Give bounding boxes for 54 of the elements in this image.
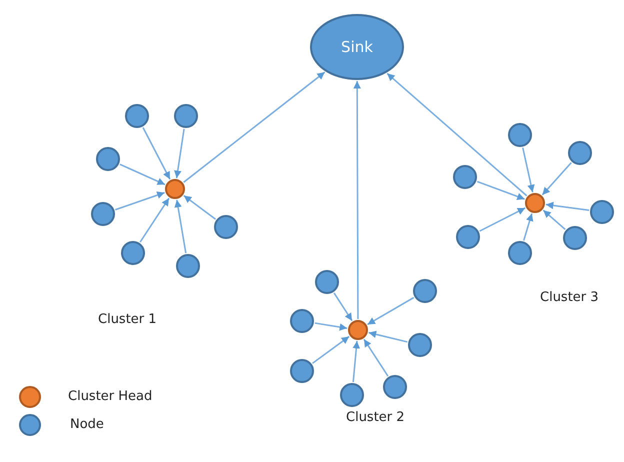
node-circle <box>413 279 437 303</box>
node-circle <box>315 270 339 294</box>
cluster-label: Cluster 3 <box>540 290 599 305</box>
node-circle <box>563 226 587 250</box>
node-circle <box>453 165 477 189</box>
legend-label: Node <box>70 417 104 432</box>
arrow <box>353 81 361 319</box>
arrow <box>479 207 526 232</box>
cluster-head-circle <box>165 179 185 199</box>
node-circle <box>290 309 314 333</box>
arrow <box>174 128 185 178</box>
arrow <box>183 72 326 183</box>
node-circle <box>125 104 149 128</box>
cluster-head-circle <box>348 320 368 340</box>
node-circle <box>408 333 432 357</box>
legend-label: Cluster Head <box>68 389 152 404</box>
sink-ellipse: Sink <box>310 14 404 80</box>
arrow <box>368 330 408 343</box>
arrow <box>542 210 566 230</box>
arrow <box>115 192 165 210</box>
node-circle <box>340 383 364 407</box>
arrow <box>333 292 353 322</box>
node-circle <box>590 200 614 224</box>
arrow <box>367 296 414 326</box>
node-circle <box>456 225 480 249</box>
node-circle <box>383 375 407 399</box>
node-circle <box>176 254 200 278</box>
node-circle <box>568 141 592 165</box>
arrow <box>120 164 166 186</box>
arrow <box>140 198 170 243</box>
arrow <box>174 200 187 254</box>
node-circle <box>214 215 238 239</box>
arrow <box>142 127 171 180</box>
node-circle <box>91 202 115 226</box>
cluster-head-circle <box>525 193 545 213</box>
node-circle <box>290 359 314 383</box>
arrow <box>522 148 535 192</box>
cluster-label: Cluster 2 <box>346 410 405 425</box>
node-circle <box>508 123 532 147</box>
node-circle <box>121 241 145 265</box>
arrow <box>352 340 360 382</box>
node-circle <box>174 104 198 128</box>
arrow <box>314 322 348 331</box>
arrow <box>523 213 534 241</box>
arrow <box>386 72 528 196</box>
arrow <box>183 194 216 220</box>
arrow <box>312 336 350 364</box>
cluster-label: Cluster 1 <box>98 312 157 327</box>
arrow <box>363 338 389 376</box>
arrow <box>546 202 590 212</box>
node-circle <box>508 241 532 265</box>
node-circle <box>96 147 120 171</box>
arrow <box>542 162 572 196</box>
arrow <box>476 180 525 200</box>
